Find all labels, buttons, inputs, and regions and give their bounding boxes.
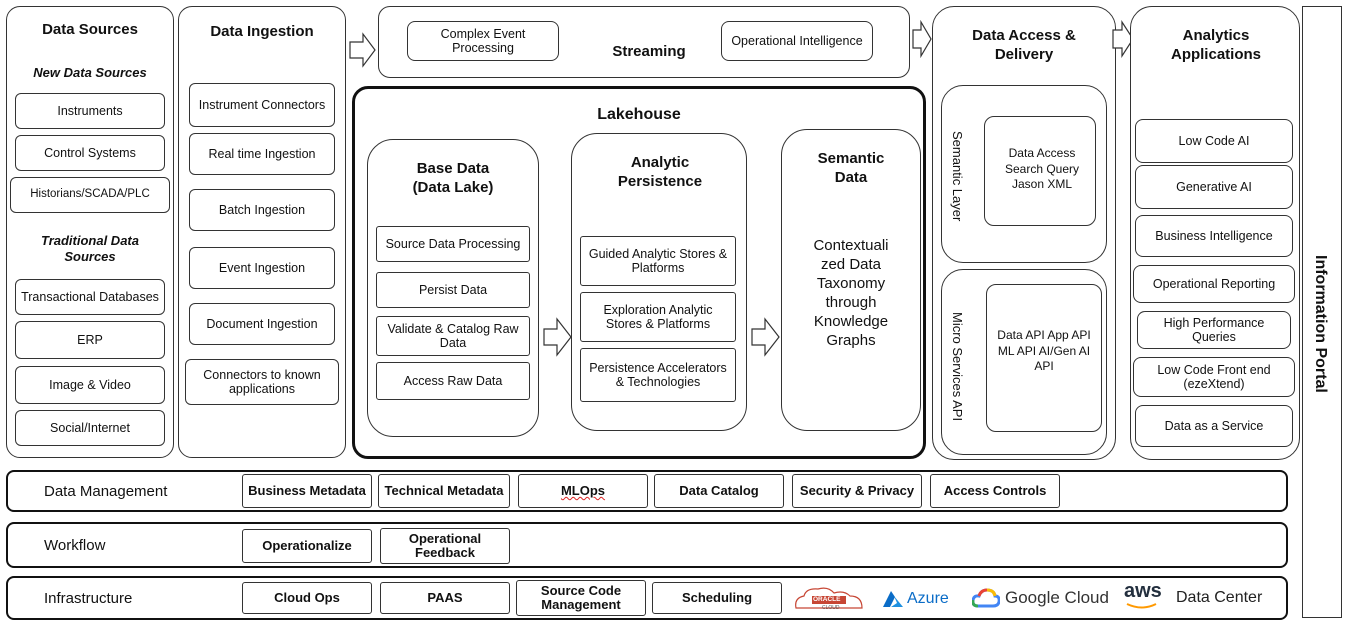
exploration-analytic-stores[interactable]: Exploration Analytic Stores & Platforms [580,292,736,342]
ingestion-real-time[interactable]: Real time Ingestion [189,133,335,175]
semantic-data-title: Semantic Data [817,150,885,186]
information-portal-panel[interactable]: Information Portal [1302,6,1342,618]
infrastructure-bar: Infrastructure Cloud Ops PAAS Source Cod… [6,576,1288,620]
access-controls[interactable]: Access Controls [930,474,1060,508]
semantic-layer-items: Data Access Search Query Jason XML [1004,146,1080,192]
data-management-label: Data Management [44,482,168,500]
source-code-management[interactable]: Source Code Management [516,580,646,616]
app-operational-reporting[interactable]: Operational Reporting [1133,265,1295,303]
app-high-performance-queries[interactable]: High Performance Queries [1137,311,1291,349]
data-ingestion-panel: Data Ingestion Instrument Connectors Rea… [178,6,346,458]
semantic-data-panel: Semantic Data Contextuali zed Data Taxon… [781,129,921,431]
arrow-right-icon [543,317,572,357]
mlops[interactable]: MLOps [518,474,648,508]
data-management-bar: Data Management Business Metadata Techni… [6,470,1288,512]
lakehouse-panel: Lakehouse Base Data (Data Lake) Source D… [352,86,926,459]
arrow-right-icon [349,32,376,68]
micro-services-label: Micro Services API [950,312,965,422]
aws-smile-icon [1126,603,1157,609]
paas[interactable]: PAAS [380,582,510,614]
workflow-label: Workflow [44,536,106,554]
google-cloud-logo: Google Cloud [972,584,1109,612]
data-access-panel: Data Access & Delivery Semantic Layer Da… [932,6,1116,460]
analytic-persistence-title: Analytic Persistence [617,154,703,190]
ingestion-batch[interactable]: Batch Ingestion [189,189,335,231]
app-low-code-ai[interactable]: Low Code AI [1135,119,1293,163]
streaming-title: Streaming [612,43,686,60]
infrastructure-label: Infrastructure [44,589,133,607]
semantic-layer-label: Semantic Layer [950,130,965,222]
new-data-sources-title: New Data Sources [33,65,147,80]
ingestion-connectors-known-apps[interactable]: Connectors to known applications [185,359,339,405]
oracle-cloud-text: CLOUD [822,605,840,611]
technical-metadata[interactable]: Technical Metadata [378,474,510,508]
data-access-title: Data Access & Delivery [972,27,1076,63]
ingestion-instrument-connectors[interactable]: Instrument Connectors [189,83,335,127]
source-control-systems[interactable]: Control Systems [15,135,165,171]
cloud-ops[interactable]: Cloud Ops [242,582,372,614]
workflow-bar: Workflow Operationalize Operational Feed… [6,522,1288,568]
app-generative-ai[interactable]: Generative AI [1135,165,1293,209]
analytic-persistence-panel: Analytic Persistence Guided Analytic Sto… [571,133,747,431]
azure-text: Azure [907,590,949,607]
oracle-cloud-logo: ORACLE CLOUD [792,586,866,612]
micro-services-box [986,284,1102,432]
arrow-right-icon [751,317,780,357]
streaming-panel: Complex Event Processing Streaming Opera… [378,6,910,78]
app-data-as-a-service[interactable]: Data as a Service [1135,405,1293,447]
semantic-layer-panel: Semantic Layer Data Access Search Query … [941,85,1107,263]
analytics-panel: Analytics Applications Low Code AI Gener… [1130,6,1300,460]
source-erp[interactable]: ERP [15,321,165,359]
complex-event-processing[interactable]: Complex Event Processing [407,21,559,61]
source-transactional-databases[interactable]: Transactional Databases [15,279,165,315]
data-ingestion-title: Data Ingestion [210,23,314,40]
access-raw-data[interactable]: Access Raw Data [376,362,530,400]
app-low-code-front-end[interactable]: Low Code Front end (ezeXtend) [1133,357,1295,397]
data-center-text: Data Center [1176,589,1263,606]
security-privacy[interactable]: Security & Privacy [792,474,922,508]
business-metadata[interactable]: Business Metadata [242,474,372,508]
aws-text: aws [1124,580,1162,602]
lakehouse-title: Lakehouse [597,106,681,123]
source-social-internet[interactable]: Social/Internet [15,410,165,446]
base-data-panel: Base Data (Data Lake) Source Data Proces… [367,139,539,437]
data-catalog[interactable]: Data Catalog [654,474,784,508]
arrow-right-icon [912,20,932,58]
persistence-accelerators[interactable]: Persistence Accelerators & Technologies [580,348,736,402]
aws-logo: aws [1124,580,1162,616]
google-cloud-text: Google Cloud [1005,588,1109,607]
operational-intelligence[interactable]: Operational Intelligence [721,21,873,61]
persist-data[interactable]: Persist Data [376,272,530,308]
guided-analytic-stores[interactable]: Guided Analytic Stores & Platforms [580,236,736,286]
data-sources-title: Data Sources [42,21,138,38]
arrow-right-icon [1112,20,1134,58]
information-portal-label: Information Portal [1312,255,1329,393]
app-business-intelligence[interactable]: Business Intelligence [1135,215,1293,257]
source-historians[interactable]: Historians/SCADA/PLC [10,177,170,213]
source-image-video[interactable]: Image & Video [15,366,165,404]
semantic-data-description: Contextuali zed Data Taxonomy through Kn… [813,237,889,350]
base-data-title: Base Data (Data Lake) [412,160,494,196]
traditional-data-sources-title: Traditional Data Sources [40,233,139,265]
ingestion-document[interactable]: Document Ingestion [189,303,335,345]
azure-icon [883,591,903,607]
source-data-processing[interactable]: Source Data Processing [376,226,530,262]
google-cloud-icon [972,588,1000,608]
scheduling[interactable]: Scheduling [652,582,782,614]
operationalize[interactable]: Operationalize [242,529,372,563]
semantic-layer-box [984,116,1096,226]
operational-feedback[interactable]: Operational Feedback [380,528,510,564]
oracle-text: ORACLE [813,596,841,603]
azure-logo: Azure [882,586,949,612]
micro-services-panel: Micro Services API Data API App API ML A… [941,269,1107,455]
ingestion-event[interactable]: Event Ingestion [189,247,335,289]
micro-services-items: Data API App API ML API AI/Gen AI API [997,328,1091,374]
oracle-cloud-icon [795,587,863,609]
analytics-title: Analytics Applications [1170,27,1261,63]
data-sources-panel: Data Sources New Data Sources Instrument… [6,6,174,458]
validate-catalog-raw-data[interactable]: Validate & Catalog Raw Data [376,316,530,356]
source-instruments[interactable]: Instruments [15,93,165,129]
